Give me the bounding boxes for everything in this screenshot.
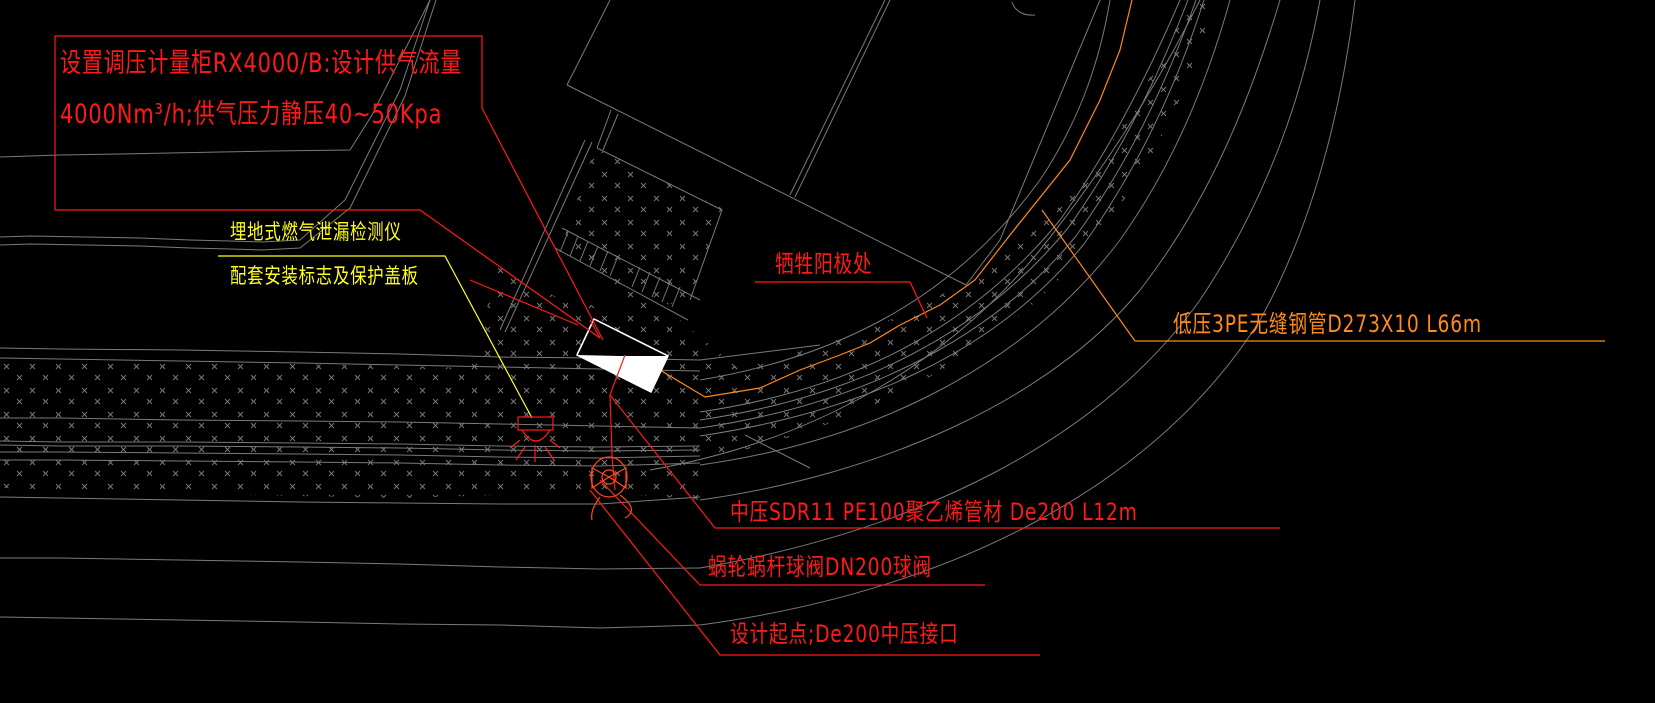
road-hatch-left <box>0 360 700 500</box>
worm-ball-valve-label: 蜗轮蜗杆球阀DN200球阀 <box>708 553 933 581</box>
medium-pressure-pipe-label: 中压SDR11 PE100聚乙烯管材 De200 L12m <box>730 498 1138 526</box>
red-leader-lines <box>54 35 1280 656</box>
sacrificial-anode-label: 牺牲阳极处 <box>775 250 873 278</box>
regulator-cabinet-label-line1: 设置调压计量柜RX4000/B:设计供气流量 <box>60 48 463 79</box>
ball-valve-symbol[interactable] <box>590 456 632 521</box>
yellow-leader-lines <box>218 255 533 419</box>
road-lines <box>0 0 1356 629</box>
road-hatch-curve <box>700 0 1215 460</box>
leak-detector-label-line1: 埋地式燃气泄漏检测仪 <box>230 220 402 244</box>
gas-leak-detector-symbol[interactable] <box>509 416 561 462</box>
regulator-cabinet-label-line2: 4000Nm³/h;供气压力静压40~50Kpa <box>60 99 443 130</box>
design-start-point-label: 设计起点;De200中压接口 <box>730 620 959 648</box>
low-pressure-pipe-line <box>659 0 1605 398</box>
leak-detector-label-line2: 配套安装标志及保护盖板 <box>230 264 419 288</box>
low-pressure-pipe-label: 低压3PE无缝钢管D273X10 L66m <box>1173 310 1482 338</box>
